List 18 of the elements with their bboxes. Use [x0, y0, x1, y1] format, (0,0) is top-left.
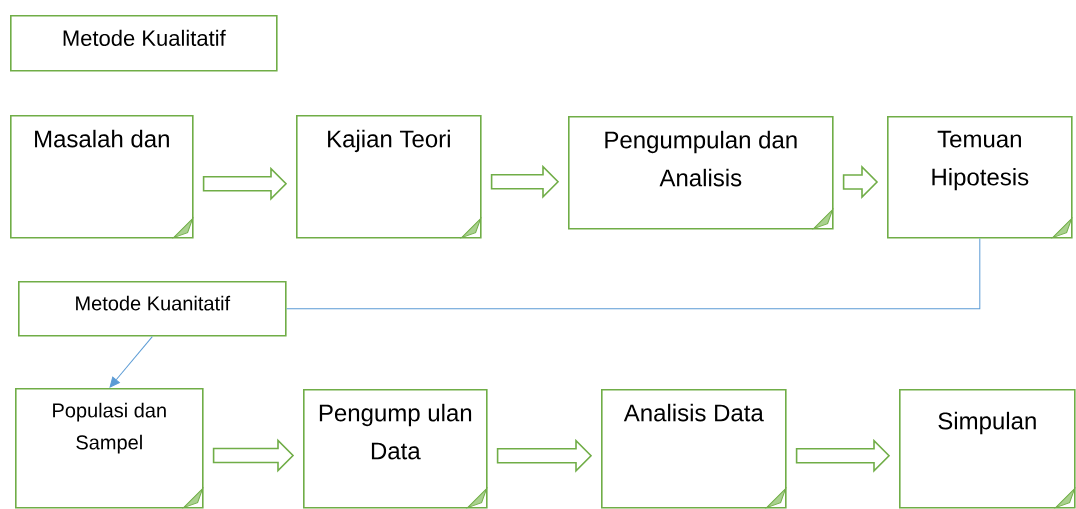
block-arrow: [496, 438, 593, 473]
note-box: Kajian Teori: [296, 115, 482, 239]
note-box: Masalah dan: [10, 115, 194, 239]
block-arrow: [842, 165, 879, 199]
connector-line: [286, 238, 981, 310]
note-box: Temuan Hipotesis: [887, 116, 1073, 239]
label-box: Metode Kualitatif: [10, 15, 278, 72]
block-arrow: [795, 438, 891, 473]
block-arrow: [202, 166, 288, 201]
block-arrow: [212, 438, 295, 473]
note-box: Pengumpulan dan Analisis: [568, 116, 834, 230]
connector-line: [109, 336, 153, 388]
note-box: Analisis Data: [601, 389, 787, 509]
label-box: Metode Kuanitatif: [18, 281, 287, 337]
block-arrow: [490, 164, 560, 199]
note-box: Populasi dan Sampel: [15, 388, 204, 509]
note-box: Simpulan: [899, 389, 1076, 509]
note-box: Pengump ulan Data: [303, 389, 488, 509]
